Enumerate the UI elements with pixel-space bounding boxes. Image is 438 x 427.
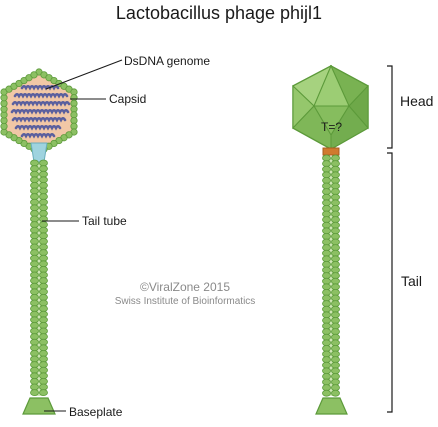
genome-pointer: [45, 59, 123, 90]
connector-right: [322, 147, 340, 156]
head-facets: [292, 64, 369, 150]
label-tail: Tail: [401, 273, 423, 289]
dna-strand: [20, 132, 56, 139]
capsid-bead: [30, 71, 38, 79]
diagram-title: Lactobacillus phage phijl1: [115, 3, 323, 23]
capsid-protein-beads: [0, 68, 78, 156]
connector-left: [30, 142, 48, 163]
baseplate-left: [22, 397, 56, 415]
label-baseplate: Baseplate: [69, 405, 123, 419]
dna-strand: [11, 100, 71, 107]
credit-line-1: ©ViralZone 2015: [139, 280, 230, 294]
label-capsid: Capsid: [109, 92, 147, 106]
label-triangulation: T=?: [321, 120, 343, 134]
label-head: Head: [400, 93, 434, 109]
tail-bracket: [387, 152, 393, 413]
baseplate-right: [315, 397, 348, 415]
tail-tube-left: [30, 159, 48, 397]
label-dsdna-genome: DsDNA genome: [124, 54, 211, 68]
dna-strand: [13, 92, 69, 99]
dna-strand: [11, 116, 67, 123]
dsdna-genome-coil: [10, 84, 71, 139]
label-tail-tube: Tail tube: [82, 214, 127, 228]
head-bracket: [387, 65, 393, 149]
left-phage: [0, 59, 123, 415]
dna-strand: [10, 108, 70, 115]
dna-strand: [14, 124, 62, 131]
tail-tube-right: [322, 154, 340, 397]
right-phage: [292, 64, 369, 415]
credit-line-2: Swiss Institute of Bioinformatics: [114, 296, 256, 307]
